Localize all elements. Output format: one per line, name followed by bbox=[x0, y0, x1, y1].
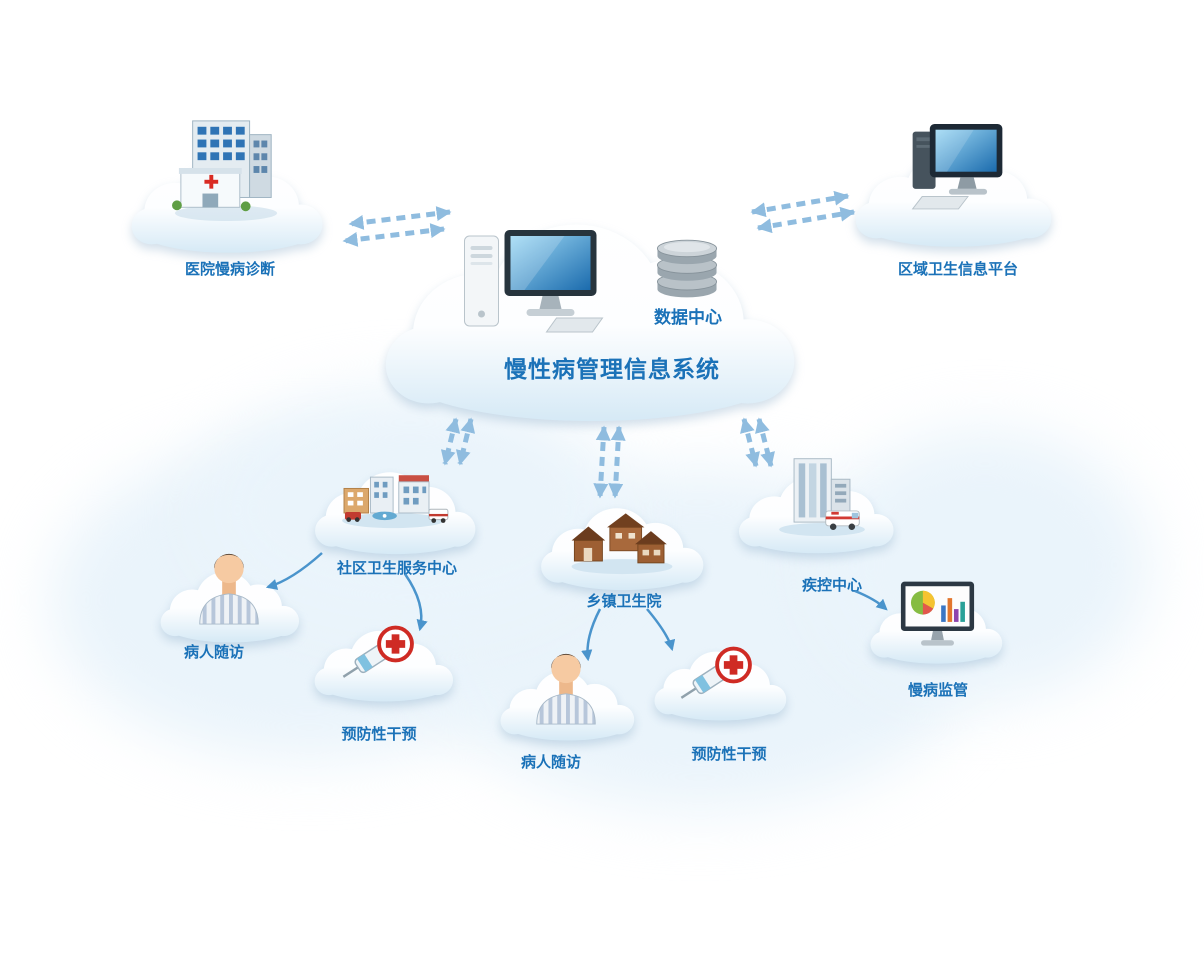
syringe-icon bbox=[332, 615, 432, 700]
village-houses-icon bbox=[562, 505, 682, 575]
node-township-clinic: 乡镇卫生院 bbox=[538, 498, 708, 610]
node-hospital: 医院慢病诊断 bbox=[120, 115, 340, 278]
cdc-building-icon bbox=[772, 455, 872, 537]
desktop-computer-icon bbox=[452, 226, 607, 341]
syringe-icon bbox=[670, 636, 770, 721]
patient-followup-center-label: 病人随访 bbox=[520, 754, 582, 771]
chart-monitor-icon bbox=[895, 578, 980, 653]
ambulance-icon bbox=[825, 510, 860, 531]
patient-icon bbox=[530, 648, 602, 726]
patient-followup-left-label: 病人随访 bbox=[183, 644, 245, 661]
patient-icon bbox=[193, 548, 265, 626]
node-cdc: 疾控中心 bbox=[736, 455, 898, 594]
node-regional-platform: 区域卫生信息平台 bbox=[850, 118, 1065, 278]
system-title: 慢性病管理信息系统 bbox=[504, 356, 720, 382]
community-center-label: 社区卫生服务中心 bbox=[336, 560, 458, 577]
node-community-center: 社区卫生服务中心 bbox=[312, 462, 480, 577]
node-patient-followup-left: 病人随访 bbox=[158, 548, 308, 661]
data-center-label: 数据中心 bbox=[654, 308, 722, 327]
chronic-supervision-label: 慢病监管 bbox=[907, 682, 969, 699]
node-data-center: 数据中心 慢性病管理信息系统 bbox=[378, 200, 806, 428]
node-preventive-intervention-right: 预防性干预 bbox=[652, 636, 792, 763]
preventive-intervention-right-label: 预防性干预 bbox=[691, 746, 767, 763]
node-preventive-intervention-left: 预防性干预 bbox=[312, 615, 462, 743]
cdc-label: 疾控中心 bbox=[801, 577, 863, 594]
regional-platform-label: 区域卫生信息平台 bbox=[897, 261, 1019, 278]
township-clinic-label: 乡镇卫生院 bbox=[586, 593, 662, 610]
workstation-monitor-icon bbox=[905, 118, 1010, 213]
database-icon bbox=[648, 230, 726, 302]
hospital-label: 医院慢病诊断 bbox=[184, 261, 276, 278]
community-buildings-icon bbox=[336, 462, 454, 530]
node-patient-followup-center: 病人随访 bbox=[498, 648, 643, 771]
node-chronic-supervision: 慢病监管 bbox=[868, 578, 1008, 699]
preventive-intervention-left-label: 预防性干预 bbox=[341, 726, 417, 743]
hospital-building-icon bbox=[168, 115, 288, 223]
